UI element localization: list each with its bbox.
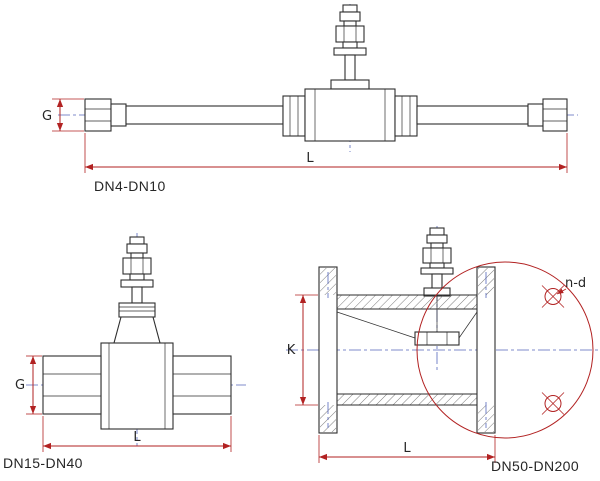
sensor-assembly-top <box>330 4 370 90</box>
drawing-dn4-dn10: G L DN4-DN10 <box>42 4 578 194</box>
dimension-k-bottom-right: K <box>287 294 318 406</box>
drawing-dn50-dn200: n-d K L DN50-DN200 <box>286 226 598 474</box>
dimension-g-bottom-left: G <box>15 355 42 415</box>
flange-face-circle: n-d <box>416 261 594 439</box>
dim-label-g-top: G <box>42 109 52 124</box>
label-dn4-dn10: DN4-DN10 <box>94 178 166 194</box>
sensor-assembly-bottom-left <box>113 236 161 344</box>
dim-label-nd: n-d <box>565 276 586 291</box>
bolt-hole-top <box>544 288 562 305</box>
bolt-hole-bottom <box>544 395 562 412</box>
dimension-l-bottom-left: L <box>42 416 232 452</box>
sensor-assembly-bottom-right <box>420 227 454 297</box>
meter-body-bottom-left <box>42 342 232 430</box>
label-dn50-dn200: DN50-DN200 <box>491 458 579 474</box>
dim-label-g-bottom-left: G <box>15 378 25 393</box>
label-dn15-dn40: DN15-DN40 <box>3 455 83 471</box>
dim-label-l-bottom-left: L <box>133 430 141 445</box>
dimension-l-bottom-right: L <box>318 435 496 463</box>
dimension-g-top: G <box>42 98 84 132</box>
dim-label-l-top: L <box>306 151 314 166</box>
meter-body-top <box>84 88 568 142</box>
drawing-dn15-dn40: G L DN15-DN40 <box>3 233 246 471</box>
dimension-l-top: L <box>84 133 568 173</box>
dim-label-l-bottom-right: L <box>403 441 411 456</box>
meter-body-bottom-right <box>318 266 496 434</box>
dim-label-k: K <box>287 343 296 358</box>
